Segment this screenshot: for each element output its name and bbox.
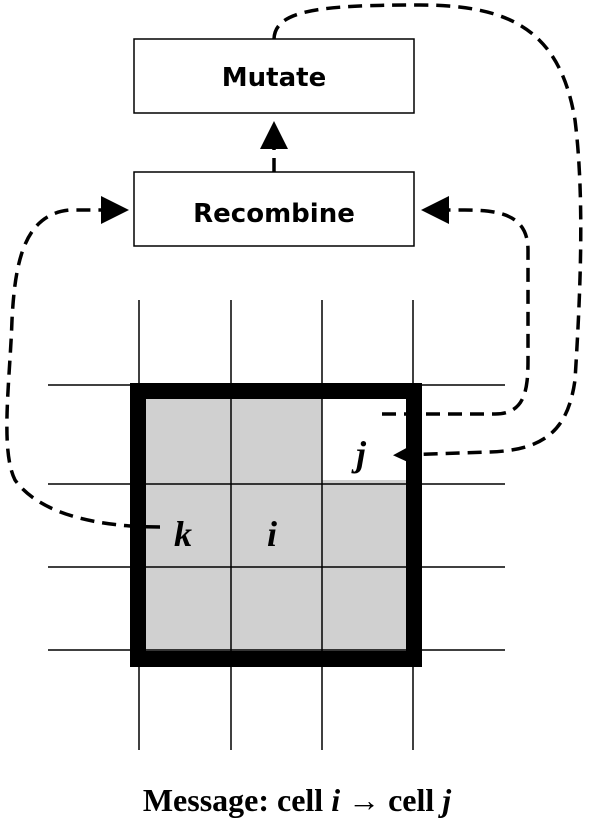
mutate-box [133,38,415,114]
cell-label-k: k [174,514,192,554]
caption-target-cell: j [442,782,452,818]
caption-arrow: → cell [340,782,443,818]
recombine-box [133,171,415,247]
neighborhood-region [140,392,412,660]
caption-source-cell: i [331,782,341,818]
caption: Message: cell i → cell j [0,782,594,819]
caption-prefix: Message: cell [142,782,332,818]
grid [48,300,505,750]
mutate-label: Mutate [222,63,326,93]
cell-label-j: j [351,434,367,474]
cell-label-i: i [267,514,277,554]
arrow-mutate-to-cell-j [272,3,583,469]
arrow-neighbor-to-recombine [382,196,530,416]
recombine-label: Recombine [193,199,355,229]
arrow-k-to-recombine [5,196,161,529]
